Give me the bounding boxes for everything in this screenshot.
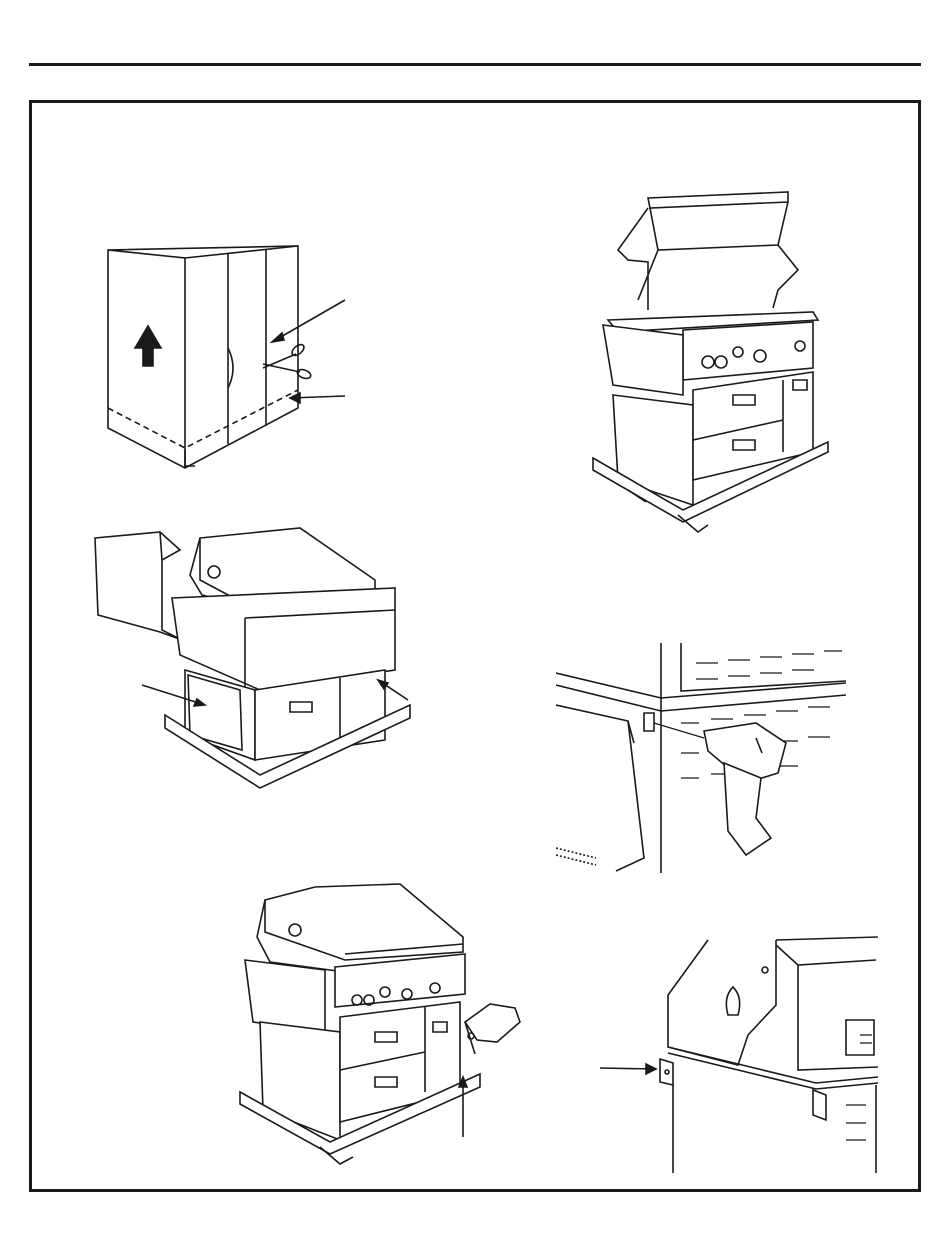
- figure-grill-packaging-removal: [90, 520, 420, 795]
- figure-carton: [100, 238, 360, 470]
- figure-drill-screw-removal: [556, 643, 846, 875]
- figure-bracket-detail: [598, 935, 880, 1175]
- drill-icon: [654, 723, 786, 855]
- drill-icon: [465, 1004, 520, 1054]
- figure-grill-open-lid: [588, 190, 833, 535]
- header-rule: [29, 63, 921, 66]
- figure-grill-closed-with-drill: [235, 882, 525, 1167]
